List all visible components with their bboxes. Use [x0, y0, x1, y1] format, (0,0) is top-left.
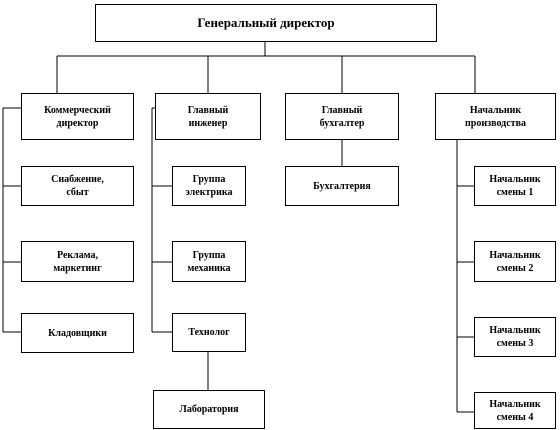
electrics-group-box: Группа электрика [172, 166, 246, 206]
production-head-box: Начальник производства [435, 93, 556, 140]
shift-4-box: Начальник смены 4 [474, 392, 556, 429]
technologist-box: Технолог [172, 313, 246, 352]
shift-1-box: Начальник смены 1 [474, 166, 556, 206]
chief-accountant-box: Главный бухгалтер [285, 93, 399, 140]
ceo-box: Генеральный директор [95, 4, 437, 42]
supply-sales-box: Снабжение, сбыт [21, 166, 134, 206]
commercial-director-box: Коммерческий директор [21, 93, 134, 140]
shift-2-box: Начальник смены 2 [474, 241, 556, 282]
chief-engineer-box: Главный инженер [155, 93, 261, 140]
laboratory-box: Лаборатория [153, 390, 265, 429]
shift-3-box: Начальник смены 3 [474, 317, 556, 357]
accounting-box: Бухгалтерия [285, 166, 399, 206]
warehouses-box: Кладовщики [21, 313, 134, 353]
advertising-marketing-box: Реклама, маркетинг [21, 241, 134, 282]
mechanics-group-box: Группа механика [172, 241, 246, 282]
